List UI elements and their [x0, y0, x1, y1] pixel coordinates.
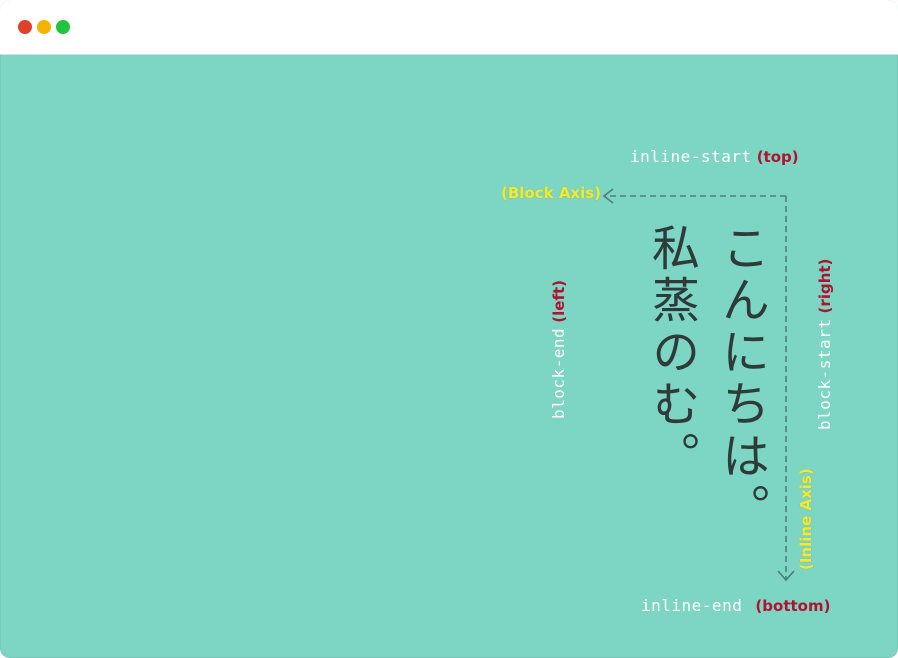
block-start-label-group: block-start (right) [815, 259, 834, 430]
block-axis-label: (Block Axis) [501, 184, 602, 202]
vertical-text-line-2: 私蒸のむ。 [643, 223, 699, 483]
axis-guides [602, 188, 795, 582]
block-start-direction: (right) [816, 258, 834, 314]
window-titlebar [0, 0, 898, 55]
inline-end-label-group: inline-end (bottom) [641, 596, 830, 615]
minimize-window-button[interactable] [37, 20, 51, 34]
inline-start-label: inline-start [630, 147, 752, 166]
vertical-text-block: こんにちは。 私蒸のむ。 [636, 223, 776, 535]
block-start-label: block-start [815, 318, 834, 430]
inline-axis-label: (Inline Axis) [797, 468, 815, 570]
inline-end-direction: (bottom) [755, 597, 831, 615]
inline-start-direction: (top) [756, 148, 799, 166]
inline-axis-arrowhead [777, 570, 795, 582]
block-axis-arrowhead [602, 188, 614, 204]
diagram-canvas: inline-start (top) (Block Axis) inline-e… [0, 55, 898, 658]
inline-end-label: inline-end [641, 596, 743, 615]
block-end-label: block-end [549, 327, 568, 419]
block-end-direction: (left) [550, 279, 568, 323]
vertical-text-line-1: こんにちは。 [713, 223, 769, 535]
block-end-label-group: block-end (left) [549, 280, 568, 419]
inline-start-label-group: inline-start (top) [630, 147, 799, 166]
maximize-window-button[interactable] [56, 20, 70, 34]
close-window-button[interactable] [18, 20, 32, 34]
